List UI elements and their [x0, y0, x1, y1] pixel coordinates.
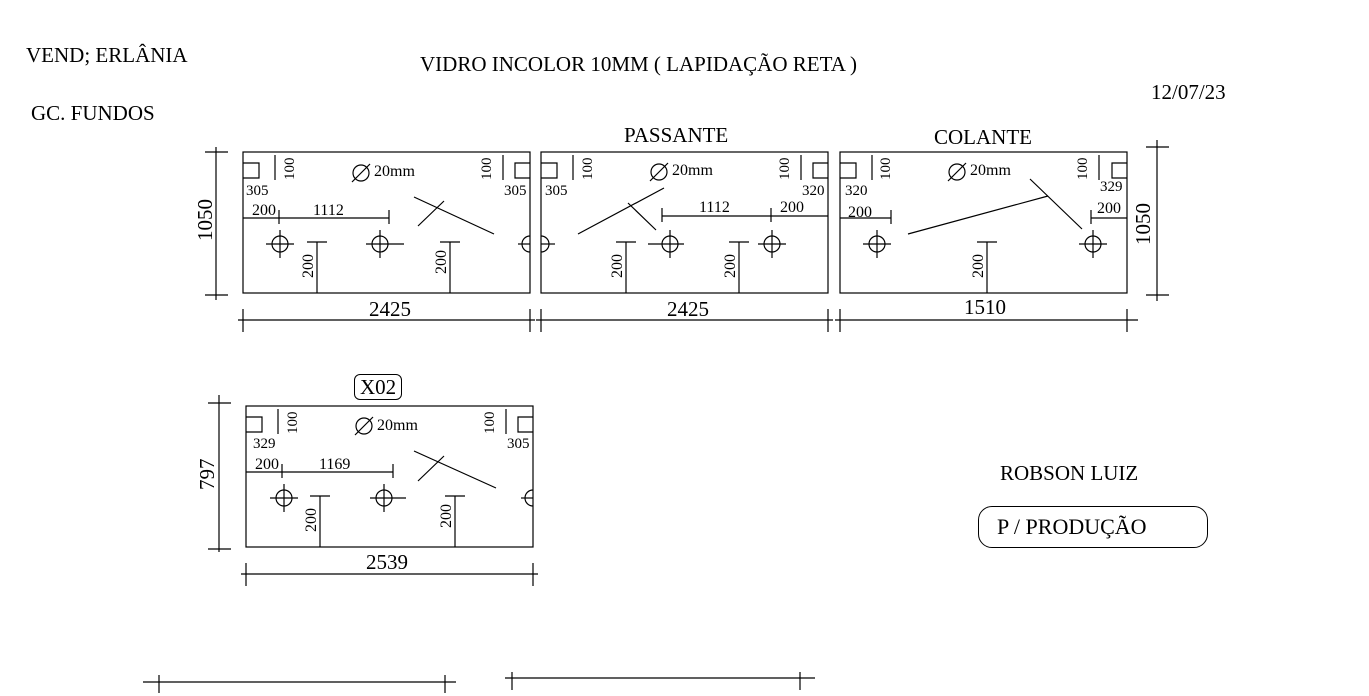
panel-3-width-dim-line	[835, 309, 1138, 332]
panel-1-dim-a: 200	[252, 202, 276, 219]
panel-1-corner-right-w: 305	[504, 183, 527, 199]
panel-4-leader	[413, 450, 497, 489]
panel-2-hole	[648, 230, 684, 258]
panel-4-hole	[521, 489, 534, 507]
panel-4-dim-b: 1169	[319, 456, 350, 473]
panel-1: 1050 2425 305 100 305 100 20mm 200 1112	[193, 147, 535, 332]
panel-4-notch-left	[246, 416, 263, 433]
panel-3-notch-right	[1111, 162, 1127, 179]
panel-1-hole-label: 20mm	[374, 163, 415, 180]
panel-3-height-dim: 1050	[1131, 203, 1155, 245]
panel-3-corner-left-h: 100	[878, 158, 894, 181]
panel-3-corner-right-h: 100	[1075, 158, 1091, 181]
panel-1-outline	[242, 151, 531, 294]
panel-1-hole	[266, 230, 294, 258]
panel-3-hole	[1079, 230, 1107, 258]
panel-4-outline	[245, 405, 534, 548]
panel-2-corner-right-h: 100	[777, 158, 793, 181]
panel-1-corner-left-h: 100	[282, 158, 298, 181]
panel-3-corner-left-w: 320	[845, 183, 868, 199]
panel-1-hole	[518, 235, 531, 253]
panel-3-hole-label: 20mm	[970, 162, 1011, 179]
panel-1-corner-right-h: 100	[479, 158, 495, 181]
panel-3-hole	[863, 230, 891, 258]
panel-2-width-dim-line	[536, 309, 833, 332]
panel-2-corner-left-h: 100	[580, 158, 596, 181]
panel-4-hole	[270, 484, 298, 512]
panel-2-leader	[577, 187, 665, 235]
panel-4-height-dim: 797	[195, 459, 219, 491]
panel-4-v-dim-2: 200	[438, 504, 455, 528]
panel-1-width-dim-line	[238, 309, 535, 332]
panel-2-notch-left	[541, 162, 558, 179]
panel-1-v-dim-1: 200	[300, 254, 317, 278]
panel-1-hole	[366, 230, 404, 258]
panel-3-corner-right-w: 329	[1100, 179, 1123, 195]
panel-3-dim-b: 200	[1097, 200, 1121, 217]
panel-4-corner-right-h: 100	[482, 412, 498, 435]
panel-4-corner-left-w: 329	[253, 436, 276, 452]
panel-1-width-dim: 2425	[369, 297, 411, 321]
panel-4-diameter-symbol	[354, 416, 374, 436]
vendor-label: VEND; ERLÂNIA	[26, 43, 188, 67]
panel-3-outline	[839, 151, 1128, 294]
panel-4-v-dim-1: 200	[303, 508, 320, 532]
panel-4-badge: X02	[354, 374, 403, 400]
operator-name: ROBSON LUIZ	[1000, 461, 1139, 485]
panel-3-notch-left	[840, 162, 857, 179]
panel-4-notch-right	[517, 416, 533, 433]
date-label: 12/07/23	[1151, 80, 1226, 104]
panel-4-width-dim: 2539	[366, 550, 408, 574]
panel-4-corner-right-w: 305	[507, 436, 530, 452]
panel-3-dim-a: 200	[848, 204, 872, 221]
panel-4-hole	[370, 484, 406, 512]
panel-2-title: PASSANTE	[624, 123, 728, 147]
production-stamp: P / PRODUÇÃO	[978, 506, 1208, 548]
panel-2-width-dim: 2425	[667, 297, 709, 321]
panel-2-v-dim-1: 200	[609, 254, 626, 278]
panel-4-corner-left-h: 100	[285, 412, 301, 435]
panel-4-width-dim-line	[241, 563, 538, 586]
panel-2-dim-b: 200	[780, 199, 804, 216]
panel-3-v-dim-1: 200	[970, 254, 987, 278]
panel-3-leader	[907, 178, 1083, 235]
panel-2-hole	[540, 235, 555, 253]
panel-4-dim-a: 200	[255, 456, 279, 473]
panel-2-v-dim-2: 200	[722, 254, 739, 278]
panel-2-hole-label: 20mm	[672, 162, 713, 179]
cut-off-dim-line-right	[505, 672, 815, 690]
panel-4: 797 2539 329 100 305 100 20mm 200 1169 2…	[195, 395, 538, 586]
panel-3-diameter-symbol	[947, 162, 967, 182]
panel-1-height-dim: 1050	[193, 199, 217, 241]
panel-1-notch-right	[514, 162, 530, 179]
client-label: GC. FUNDOS	[31, 101, 155, 125]
panel-3-height-dim-line	[1146, 140, 1169, 301]
panel-2-dim-a: 1112	[699, 199, 730, 216]
panel-2-corner-left-w: 305	[545, 183, 568, 199]
panel-4-hole-label: 20mm	[377, 417, 418, 434]
cut-off-dim-line-left	[143, 675, 456, 693]
panel-1-dim-b: 1112	[313, 202, 344, 219]
panel-2: 2425 305 100 320 100 20mm 1112 200 200 2…	[536, 151, 833, 332]
panel-2-corner-right-w: 320	[802, 183, 825, 199]
panel-2-hole	[758, 230, 786, 258]
panel-1-leader	[413, 196, 495, 235]
panel-4-height-dim-line	[208, 395, 231, 552]
panel-1-notch-left	[243, 162, 260, 179]
panel-2-notch-right	[812, 162, 828, 179]
panel-1-diameter-symbol	[351, 163, 371, 183]
panel-2-outline	[540, 151, 829, 294]
panel-2-diameter-symbol	[649, 162, 669, 182]
glass-spec-title: VIDRO INCOLOR 10MM ( LAPIDAÇÃO RETA )	[420, 52, 857, 76]
panel-1-corner-left-w: 305	[246, 183, 269, 199]
panel-3-width-dim: 1510	[964, 295, 1006, 319]
panel-3: 1050 1510 320 100 329 100 20mm 200 200 2…	[835, 140, 1169, 332]
panel-1-height-dim-line	[205, 147, 228, 300]
panel-1-v-dim-2: 200	[433, 250, 450, 274]
panel-3-title: COLANTE	[934, 125, 1032, 149]
